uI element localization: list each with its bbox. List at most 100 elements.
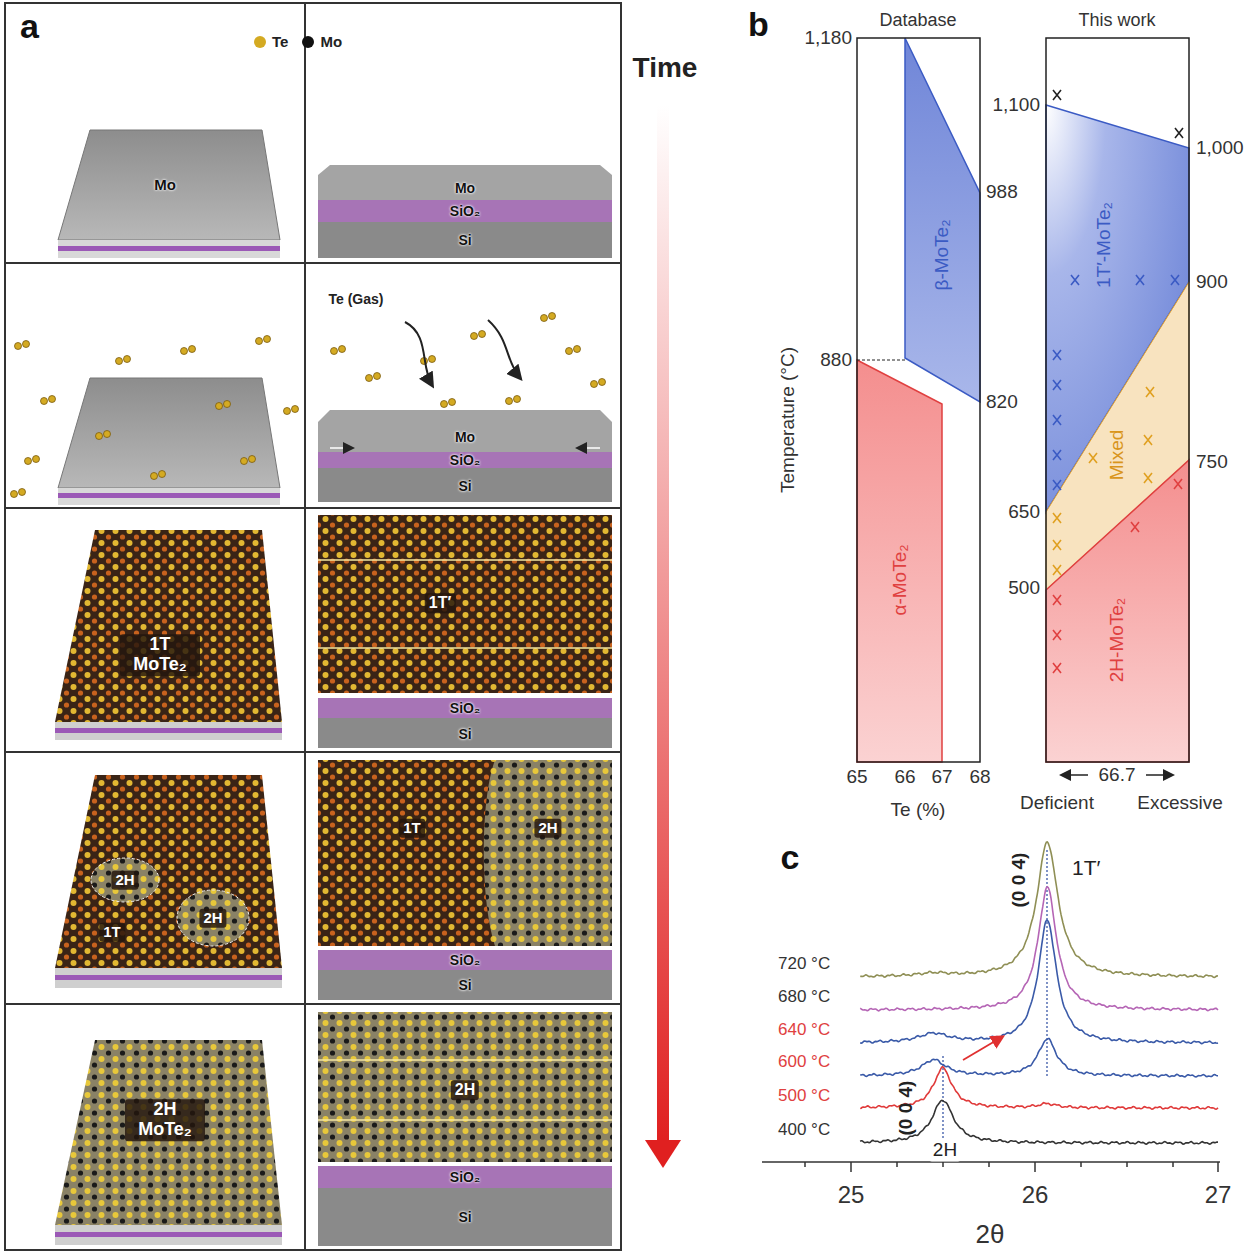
axis-title: Te (%) <box>891 800 946 821</box>
axis-tick: 66 <box>894 767 915 788</box>
label-anchor: 640 °C <box>778 1021 830 1040</box>
data-marker <box>1131 522 1139 532</box>
label-anchor: Excessive <box>1137 793 1223 814</box>
axis-tick: 1,180 <box>804 28 852 49</box>
data-marker <box>1053 350 1061 360</box>
phase-label: 1T <box>399 819 425 838</box>
phase-label: Mixed <box>1107 430 1128 481</box>
label-anchor: Te (%) <box>891 800 946 821</box>
label-anchor: 720 °C <box>778 955 830 974</box>
time-label: Time <box>633 53 698 84</box>
phase-label: 2H-MoTe₂ <box>1107 598 1128 682</box>
layer-label: Si <box>458 1210 471 1225</box>
data-marker <box>1053 480 1061 490</box>
label-anchor: α-MoTe₂ <box>890 544 911 615</box>
data-marker <box>1175 128 1183 138</box>
label-anchor: 1T′-MoTe₂ <box>1094 202 1115 288</box>
label-anchor: 26 <box>1022 1182 1049 1208</box>
data-marker <box>1053 450 1061 460</box>
data-marker <box>1053 540 1061 550</box>
gas-label: Te (Gas) <box>325 291 388 308</box>
xrd-curves <box>860 842 1218 1144</box>
temperature-label: 400 °C <box>778 1121 830 1140</box>
phase-label: 2H <box>534 819 561 838</box>
data-marker <box>1071 275 1079 285</box>
label-anchor: Time <box>633 53 698 84</box>
label-anchor: 2H <box>111 871 138 890</box>
axis-tick: 988 <box>986 182 1018 203</box>
layer-label: Si <box>458 479 471 494</box>
panel-letter: a <box>20 8 39 45</box>
label-anchor: Mo <box>455 428 475 446</box>
layer-label: Mo <box>154 177 176 194</box>
label-anchor: Mo <box>455 179 475 197</box>
label-anchor: β-MoTe₂ <box>932 219 953 290</box>
temperature-label: 680 °C <box>778 988 830 1007</box>
data-marker <box>1053 565 1061 575</box>
axis-tick: 1,100 <box>992 95 1040 116</box>
axis-title: Temperature (°C) <box>778 347 799 493</box>
label-anchor: 2H <box>534 819 561 838</box>
panel-a-grid <box>5 3 621 1250</box>
axis-tick: 68 <box>969 767 990 788</box>
time-arrow <box>645 105 681 1168</box>
peak-index: (0 0 4) <box>896 1081 917 1136</box>
legend-swatch <box>302 36 314 48</box>
label-anchor: 2H <box>929 1139 961 1162</box>
xrd-curve <box>860 920 1218 1043</box>
phase-label: 2H <box>199 909 226 928</box>
data-marker <box>1146 387 1154 397</box>
label-anchor: 900 <box>1196 272 1228 293</box>
label-anchor: SiO₂ <box>450 202 480 220</box>
label-anchor: 2H MoTe₂ <box>125 1099 205 1141</box>
label-anchor: 1T′ <box>425 593 456 613</box>
label-anchor: 25 <box>838 1182 865 1208</box>
phase-label: 2H MoTe₂ <box>125 1099 205 1141</box>
label-anchor: 400 °C <box>778 1121 830 1140</box>
layer-label: Si <box>458 978 471 993</box>
label-anchor: SiO₂ <box>450 451 480 469</box>
data-marker <box>1053 380 1061 390</box>
axis-tick: 66.7 <box>1099 765 1136 786</box>
label-anchor: 988 <box>986 182 1018 203</box>
layer-label: Mo <box>455 181 475 196</box>
label-anchor: 1,000 <box>1196 138 1244 159</box>
temperature-label: 600 °C <box>778 1053 830 1072</box>
label-anchor: 2H <box>451 1080 479 1100</box>
data-markers <box>1053 90 1183 673</box>
xrd-axis <box>762 1162 1220 1172</box>
mixed-film <box>55 760 612 1000</box>
label-anchor: 2θ <box>976 1220 1005 1249</box>
axis-tick: 880 <box>820 350 852 371</box>
data-marker <box>1053 415 1061 425</box>
label-anchor: Mixed <box>1107 430 1128 481</box>
layer-label: Si <box>458 727 471 742</box>
xrd-curve <box>860 842 1218 978</box>
peak-label: 2H <box>929 1139 961 1162</box>
axis-tick: 65 <box>846 767 867 788</box>
label-anchor: Si <box>458 976 471 994</box>
axis-tick: 67 <box>931 767 952 788</box>
label-anchor: 66.7 <box>1099 765 1136 786</box>
data-marker <box>1053 513 1061 523</box>
phase-label: β-MoTe₂ <box>932 219 953 290</box>
label-anchor: 750 <box>1196 452 1228 473</box>
data-marker <box>1053 663 1061 673</box>
column-title: This work <box>1078 11 1155 31</box>
axis-tick: 650 <box>1008 502 1040 523</box>
label-anchor: 2H-MoTe₂ <box>1107 598 1128 682</box>
legend-swatch <box>254 36 266 48</box>
1t-film <box>55 515 612 748</box>
data-marker <box>1053 595 1061 605</box>
label-anchor: 65 <box>846 767 867 788</box>
axis-tick: 500 <box>1008 578 1040 599</box>
label-anchor: 1,100 <box>992 95 1040 116</box>
layer-label: SiO₂ <box>450 701 480 716</box>
temperature-label: 720 °C <box>778 955 830 974</box>
axis-tick: 1,000 <box>1196 138 1244 159</box>
mo-film <box>58 130 612 258</box>
layer-label: SiO₂ <box>450 453 480 468</box>
label-anchor: 1T′ <box>1072 856 1100 879</box>
